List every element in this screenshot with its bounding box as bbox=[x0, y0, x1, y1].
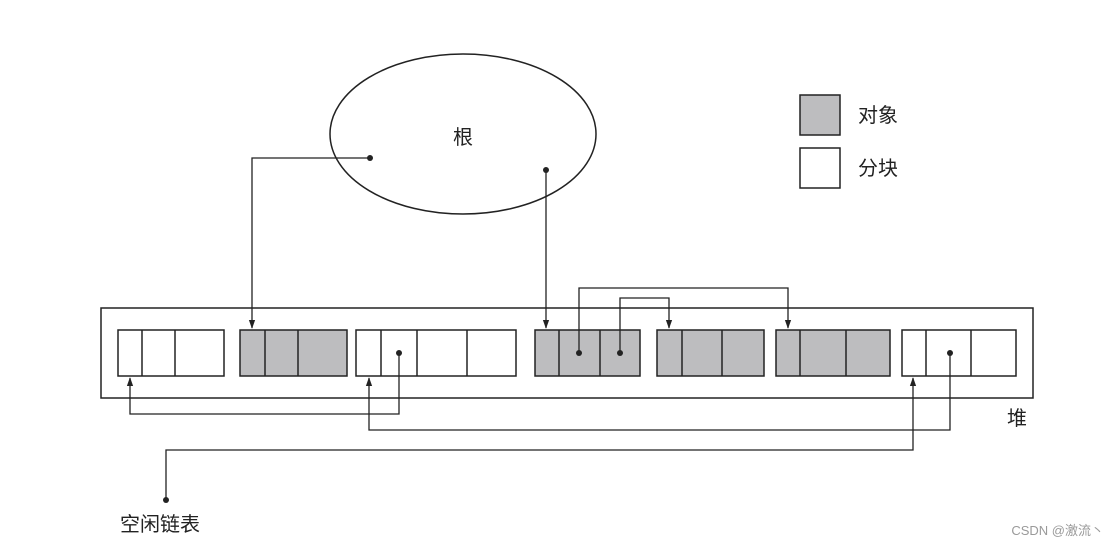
free-chunk-1 bbox=[117, 329, 225, 377]
root-ref-arrow-1 bbox=[248, 157, 370, 329]
obj-ref-arrow-1 bbox=[578, 287, 792, 353]
legend-block-swatch bbox=[799, 147, 841, 189]
legend-block-label: 分块 bbox=[858, 156, 898, 180]
root-label: 根 bbox=[453, 125, 473, 149]
free-chunk-3 bbox=[901, 329, 1017, 377]
legend: 对象 分块 bbox=[799, 94, 898, 189]
object-4 bbox=[775, 329, 891, 377]
free-list-label: 空闲链表 bbox=[120, 512, 200, 536]
object-2 bbox=[534, 329, 641, 377]
free-chunk-2 bbox=[355, 329, 517, 377]
root-ellipse bbox=[329, 53, 597, 215]
free-list-head-link bbox=[165, 377, 917, 500]
obj-ref-arrow-2 bbox=[619, 297, 673, 353]
free-list-head-dot bbox=[163, 497, 169, 503]
watermark: CSDN @激流丶 bbox=[1011, 523, 1104, 538]
heap: 堆 bbox=[100, 307, 1034, 430]
free-list-link-1 bbox=[126, 353, 400, 415]
legend-object-label: 对象 bbox=[858, 103, 898, 127]
object-1 bbox=[239, 329, 348, 377]
legend-object-swatch bbox=[799, 94, 841, 136]
heap-label: 堆 bbox=[1007, 406, 1027, 430]
object-3 bbox=[656, 329, 765, 377]
root-set: 根 bbox=[329, 53, 597, 215]
heap-frame bbox=[100, 307, 1034, 399]
object-references bbox=[578, 287, 792, 353]
root-references bbox=[248, 157, 550, 329]
free-list-link-2 bbox=[365, 353, 951, 431]
free-list-links bbox=[126, 353, 951, 503]
